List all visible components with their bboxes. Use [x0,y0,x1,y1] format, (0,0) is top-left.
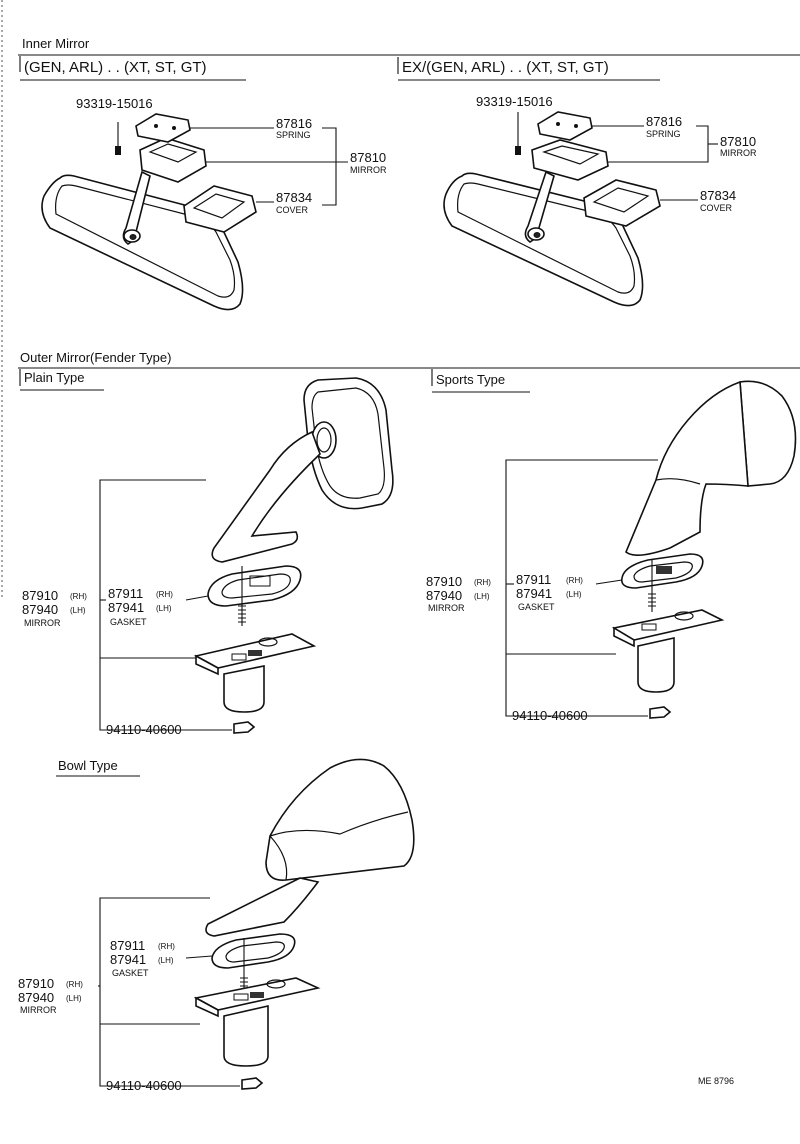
bowl-gasket-leader [185,955,213,959]
plain-header: Plain Type [24,370,84,385]
sports-gasket-lh: 87941 [516,586,552,601]
inner-left-spring-label: SPRING [276,130,311,140]
bowl-mirror-rh: 87910 [18,976,54,991]
plain-gasket-rh: 87911 [108,586,143,601]
bowl-gasket-rh: 87911 [110,938,145,953]
plain-gasket-lh: 87941 [108,600,144,615]
inner-left-screw-pn: 93319-15016 [76,96,153,111]
inner-left-cover-label: COVER [276,205,309,215]
plain-mirror-rh-tag: (RH) [70,592,87,601]
sports-mirror-rh-tag: (RH) [474,578,491,587]
plain-nut-icon [233,721,256,734]
inner-right-cover-label: COVER [700,203,733,213]
sports-bracket [505,459,658,717]
inner-mirror-right-drawing [443,111,661,307]
bowl-gasket-lh-tag: (LH) [158,956,174,965]
inner-right-spring-pn: 87816 [646,114,682,129]
bowl-gasket-rh-tag: (RH) [158,942,175,951]
bowl-mirror-drawing [193,758,415,1067]
plain-mirror-label: MIRROR [24,618,61,628]
inner-mirror-left-drawing [41,113,257,311]
plain-mirror-drawing [193,377,394,713]
plain-mirror-lh-tag: (LH) [70,606,86,615]
plain-gasket-rh-tag: (RH) [156,590,173,599]
bowl-nut-pn: 94110-40600 [106,1078,182,1093]
sports-gasket-rh: 87911 [516,572,551,587]
inner-mirror-title: Inner Mirror [22,36,90,51]
inner-left-mirror-pn: 87810 [350,150,386,165]
plain-nut-pn: 94110-40600 [106,722,182,737]
bowl-nut-icon [241,1077,264,1090]
inner-right-header: EX/(GEN, ARL) . . (XT, ST, GT) [402,59,609,76]
inner-right-mirror-label: MIRROR [720,148,757,158]
bowl-mirror-label: MIRROR [20,1005,57,1015]
inner-right-mirror-pn: 87810 [720,134,756,149]
sports-gasket-leader [595,579,623,585]
inner-right-cover-pn: 87834 [700,188,736,203]
plain-mirror-rh: 87910 [22,588,58,603]
sports-mirror-drawing [611,380,797,693]
inner-left-header: (GEN, ARL) . . (XT, ST, GT) [24,59,207,76]
inner-left-bracket [322,127,337,206]
bowl-mirror-lh-tag: (LH) [66,994,82,1003]
sports-mirror-lh-tag: (LH) [474,592,490,601]
footer-code: ME 8796 [698,1076,734,1086]
plain-gasket-leader [185,595,209,601]
sports-header: Sports Type [436,372,505,387]
outer-mirror-title: Outer Mirror(Fender Type) [20,350,171,365]
sports-gasket-rh-tag: (RH) [566,576,583,585]
inner-left-mirror-label: MIRROR [350,165,387,175]
sports-mirror-lh: 87940 [426,588,462,603]
plain-gasket-label: GASKET [110,617,147,627]
sports-mirror-rh: 87910 [426,574,462,589]
plain-bracket [99,479,232,731]
bowl-mirror-lh: 87940 [18,990,54,1005]
sports-nut-icon [649,706,672,719]
bowl-header: Bowl Type [58,758,118,773]
inner-left-cover-pn: 87834 [276,190,312,205]
bowl-mirror-rh-tag: (RH) [66,980,83,989]
bowl-bracket [99,897,240,1087]
bowl-gasket-label: GASKET [112,968,149,978]
inner-right-spring-label: SPRING [646,129,681,139]
plain-mirror-lh: 87940 [22,602,58,617]
plain-gasket-lh-tag: (LH) [156,604,172,613]
sports-mirror-label: MIRROR [428,603,465,613]
sports-gasket-label: GASKET [518,602,555,612]
sports-gasket-lh-tag: (LH) [566,590,582,599]
sports-nut-pn: 94110-40600 [512,708,588,723]
inner-left-spring-pn: 87816 [276,116,312,131]
bowl-gasket-lh: 87941 [110,952,146,967]
inner-right-screw-pn: 93319-15016 [476,94,553,109]
